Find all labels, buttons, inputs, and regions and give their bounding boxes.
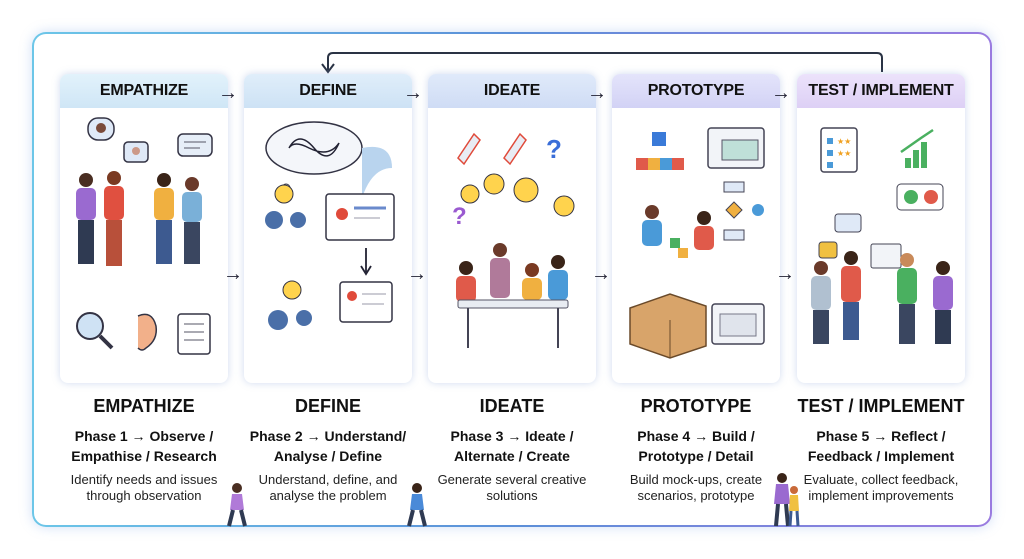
caption-empathize: EMPATHIZE Phase 1 → Observe / Empathise … [52, 396, 236, 504]
panel-test-implement: TEST / IMPLEMENT ★★ ★★ [797, 74, 965, 383]
wireframe-window-icon [707, 127, 765, 169]
phase-title: TEST / IMPLEMENT [797, 396, 965, 416]
growth-chart-icon [900, 128, 934, 168]
presentation-board-icon [325, 193, 395, 241]
flow-arrow: → [407, 263, 427, 285]
speech-bubble-icon [123, 141, 149, 163]
phase-title: PROTOTYPE [640, 396, 752, 416]
gears-icon [268, 310, 312, 330]
description-line: Understand, define, and [258, 472, 398, 487]
phase-line: Prototype / Detail [638, 448, 754, 464]
phase-line: Feedback / Implement [807, 448, 955, 464]
test-illustration: ★★ ★★ [797, 108, 965, 383]
description-line: solutions [486, 488, 538, 503]
lightbulb-icon [282, 280, 302, 300]
cardboard-box-icon [629, 293, 707, 359]
flow-arrow: → [587, 82, 607, 104]
panel-ideate: IDEATE ? ? [428, 74, 596, 383]
panel-prototype: PROTOTYPE [612, 74, 780, 383]
panel-header: PROTOTYPE [612, 74, 780, 108]
people-building-icon [642, 205, 714, 258]
prototype-illustration [612, 108, 780, 383]
building-blocks-icon [636, 132, 684, 170]
phase-line: Phase 1 → Observe / [74, 428, 214, 444]
empathize-illustration [60, 108, 228, 383]
gears-icon [265, 211, 306, 229]
check-bubble-icon [818, 241, 838, 259]
team-table-icon [456, 243, 569, 348]
phase-line: Analyse / Define [273, 448, 383, 464]
description-line: scenarios, prototype [637, 488, 755, 503]
description-line: through observation [86, 488, 202, 503]
walking-person-icon [227, 483, 247, 527]
caption-test-implement: TEST / IMPLEMENT Phase 5 → Reflect / Fee… [789, 396, 973, 504]
feedback-faces-icon [896, 183, 944, 211]
define-illustration [244, 108, 412, 383]
svg-text:★★: ★★ [837, 149, 851, 158]
checklist-clipboard-icon: ★★ ★★ [820, 127, 858, 173]
chat-bubble-icon [834, 213, 862, 233]
panel-empathize: EMPATHIZE [60, 74, 228, 383]
flow-arrow: → [591, 263, 611, 285]
description-line: Identify needs and issues [70, 472, 218, 487]
speech-bubble-icon [177, 133, 213, 157]
description-line: Build mock-ups, create [629, 472, 763, 487]
caption-ideate: IDEATE Phase 3 → Ideate / Alternate / Cr… [420, 396, 604, 504]
notepad-icon [177, 313, 211, 355]
funnel-icon [362, 146, 392, 198]
phase-title: EMPATHIZE [93, 396, 195, 416]
question-mark-icon: ? [546, 134, 562, 164]
rocket-icon [457, 132, 481, 166]
walking-person-icon [407, 483, 427, 527]
flow-arrow: → [218, 82, 238, 104]
description-line: Evaluate, collect feedback, [803, 472, 959, 487]
phase-line: Phase 5 → Reflect / [816, 428, 946, 444]
flow-arrow: → [223, 263, 243, 285]
panel-header: IDEATE [428, 74, 596, 108]
flow-arrow: → [771, 82, 791, 104]
phase-line: Phase 2 → Understand/ [249, 428, 407, 444]
lightbulbs-icon [460, 173, 575, 217]
ideate-illustration: ? ? [428, 108, 596, 383]
magnifier-user-icon [76, 312, 114, 350]
team-review-icon [811, 243, 953, 344]
question-mark-icon: ? [452, 203, 467, 230]
people-group-icon [76, 171, 202, 266]
phase-line: Empathise / Research [71, 448, 217, 464]
description-line: analyse the problem [269, 488, 387, 503]
panel-header: DEFINE [244, 74, 412, 108]
panel-header: TEST / IMPLEMENT [797, 74, 965, 108]
caption-prototype: PROTOTYPE Phase 4 → Build / Prototype / … [604, 396, 788, 504]
phase-title: IDEATE [479, 396, 545, 416]
document-pin-icon [339, 281, 393, 323]
wireframe-window-icon [711, 303, 765, 345]
ear-icon [137, 313, 158, 351]
lightbulb-icon [274, 184, 294, 204]
thought-cloud-icon [265, 121, 363, 193]
phase-line: Phase 4 → Build / [637, 428, 755, 444]
flow-arrow: → [403, 82, 423, 104]
phase-line: Phase 3 → Ideate / [450, 428, 574, 444]
walking-people-icon [774, 473, 800, 527]
rocket-icon [503, 132, 527, 166]
feedback-loop-arrow [321, 52, 883, 74]
panel-header: EMPATHIZE [60, 74, 228, 108]
caption-define: DEFINE Phase 2 → Understand/ Analyse / D… [236, 396, 420, 504]
svg-text:★★: ★★ [837, 137, 851, 146]
phase-line: Alternate / Create [454, 448, 570, 464]
description-line: implement improvements [808, 488, 954, 503]
panel-define: DEFINE [244, 74, 412, 383]
phase-title: DEFINE [294, 396, 361, 416]
phase-description: Evaluate, collect feedback,implement imp… [789, 472, 973, 504]
flow-arrow: → [775, 263, 795, 285]
description-line: Generate several creative [437, 472, 587, 487]
flowchart-icon [723, 181, 764, 241]
speech-bubble-icon [87, 117, 115, 141]
